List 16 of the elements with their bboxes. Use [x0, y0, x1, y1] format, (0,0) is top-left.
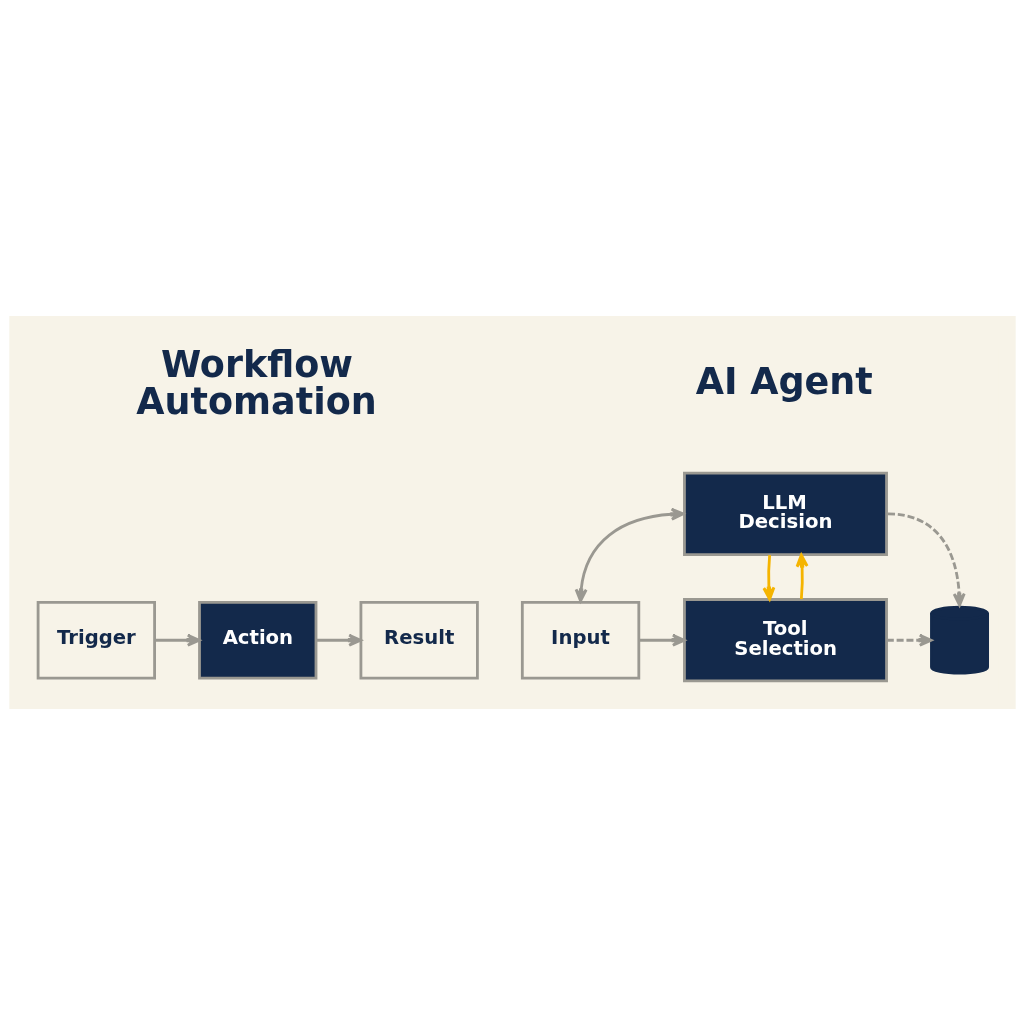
arrow: [887, 512, 966, 607]
arrow: [795, 553, 809, 599]
node-box: Tool Selection: [682, 597, 888, 682]
arrow: [574, 507, 684, 602]
arrow: [154, 633, 201, 647]
label: Workflow Automation: [135, 342, 377, 423]
node-box: Trigger: [36, 600, 156, 680]
arrow: [761, 554, 775, 601]
arrow: [638, 633, 686, 647]
arrow: [315, 633, 362, 647]
node-box: Input: [520, 600, 640, 680]
label: AI Agent: [695, 359, 873, 403]
node-box: Result: [359, 600, 479, 680]
arrow: [886, 633, 933, 647]
node-box: Action: [197, 600, 317, 680]
node-box: LLM Decision: [682, 471, 888, 556]
